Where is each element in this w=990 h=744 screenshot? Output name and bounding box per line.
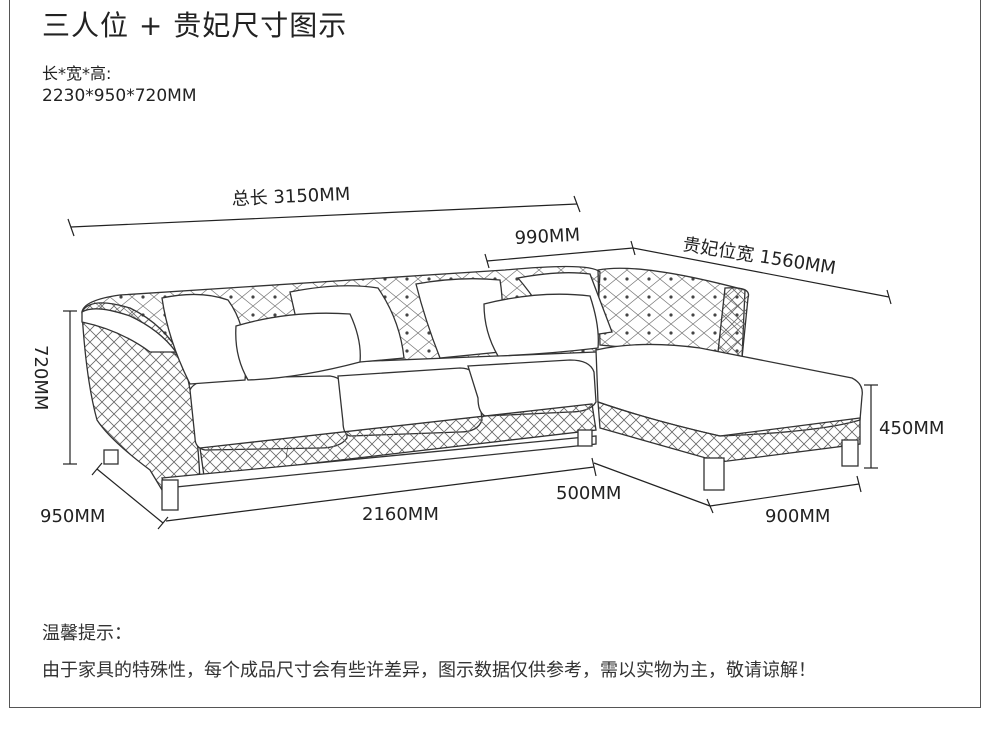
length-900-label: 900MM [765, 506, 830, 527]
chaise-leg-right [841, 439, 859, 467]
sofa-base [199, 403, 597, 477]
depth-990-line [486, 247, 634, 262]
depth-950-line [96, 468, 164, 524]
lumbar-pillow-left [235, 312, 361, 381]
tip-label: 温馨提示： [42, 623, 132, 644]
tip-text: 由于家具的特殊性，每个成品尺寸会有些许差异，图示数据仅供参考，需以实物为主，敬请… [42, 660, 816, 681]
height-720-label: 720MM [30, 345, 51, 410]
seat-height-label: 450MM [879, 418, 944, 439]
chaise-leg-front [703, 457, 725, 491]
lumbar-pillow-right [483, 293, 599, 357]
length-2160-label: 2160MM [362, 504, 439, 525]
chaise-base [597, 401, 861, 463]
total-length-label: 总长 3150MM [231, 184, 350, 210]
page-frame [9, 0, 981, 708]
page-title: 三人位 + 贵妃尺寸图示 [42, 9, 348, 42]
sofa-leg-left [161, 479, 179, 511]
sofa-illustration [81, 265, 863, 511]
depth-950-label: 950MM [40, 506, 105, 527]
dimensions-value: 2230*950*720MM [42, 86, 197, 106]
length-900-line [709, 483, 860, 507]
total-length-line [70, 203, 578, 228]
sofa-leg-middle [577, 429, 593, 447]
length-2160-line [165, 466, 595, 522]
depth-990-label: 990MM [514, 225, 580, 249]
dimension-lines [63, 195, 892, 530]
length-500-line [593, 462, 711, 507]
chaise-width-line [632, 247, 890, 298]
length-500-label: 500MM [556, 483, 621, 504]
dimensions-label: 长*宽*高: [42, 64, 112, 83]
